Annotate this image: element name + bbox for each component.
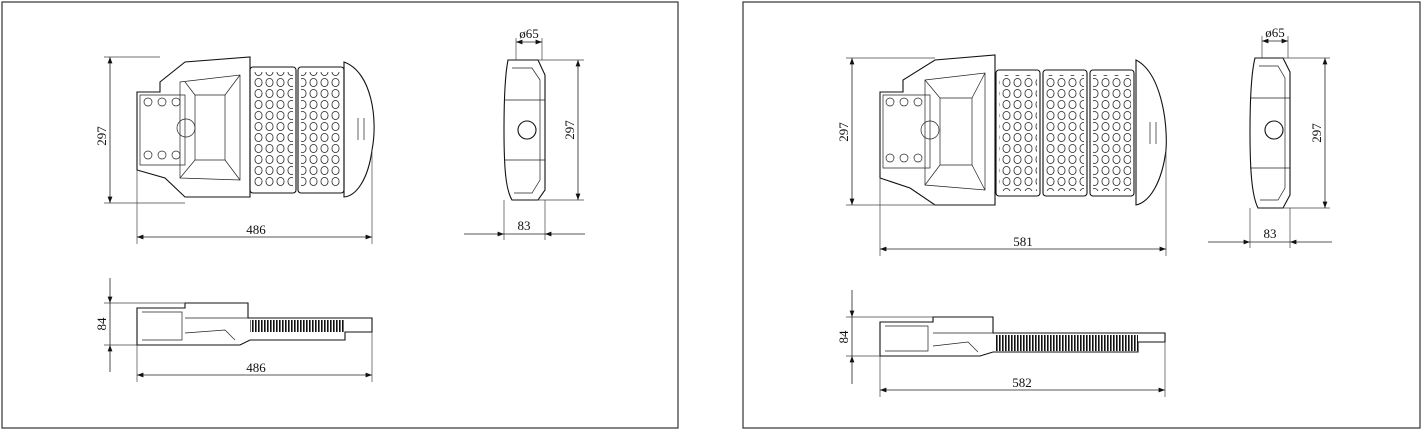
led-modules [995,69,1135,197]
end-cap [1135,59,1167,206]
mounting-bolts [143,97,196,160]
side-view-height-label: 84 [94,317,109,331]
top-view-width-label: 486 [246,222,266,237]
side-view: 84 486 [94,278,373,382]
end-cap [343,61,375,198]
top-view: 297 486 [94,56,375,244]
end-view: ø65 297 83 [1208,25,1332,248]
end-view-depth-label: 83 [518,218,531,233]
driver-housing [879,54,996,206]
heatsink-fins [995,335,1138,351]
mounting-bolts [885,97,940,163]
end-view-diameter-label: ø65 [1265,25,1285,40]
end-view-height-label: 297 [562,120,577,140]
sheet-frame [1,1,679,429]
driver-housing [136,56,251,198]
side-view-width-label: 582 [1012,375,1032,390]
led-modules [249,66,345,194]
sheet-left: 297 486 ø65 297 83 [1,1,679,429]
top-view-height-label: 297 [836,122,851,142]
top-view-height-label: 297 [94,126,109,146]
heatsink-fins [250,320,345,332]
end-view-diameter-label: ø65 [519,26,539,41]
end-view-depth-label: 83 [1264,226,1277,241]
end-view-height-label: 297 [1309,123,1324,143]
side-view-width-label: 486 [246,360,266,375]
end-view: ø65 297 83 [464,26,585,240]
sheet-right: 297 581 ø65 297 83 [742,1,1421,429]
end-view-outline [503,59,546,201]
top-view-width-label: 581 [1013,234,1033,249]
sheet-frame [742,1,1421,429]
end-view-outline [1249,57,1291,209]
side-view-height-label: 84 [836,330,851,344]
pole-fitting [517,120,537,140]
top-view: 297 581 [836,54,1167,256]
pole-fitting [1264,120,1284,140]
side-view: 84 582 [836,290,1166,397]
